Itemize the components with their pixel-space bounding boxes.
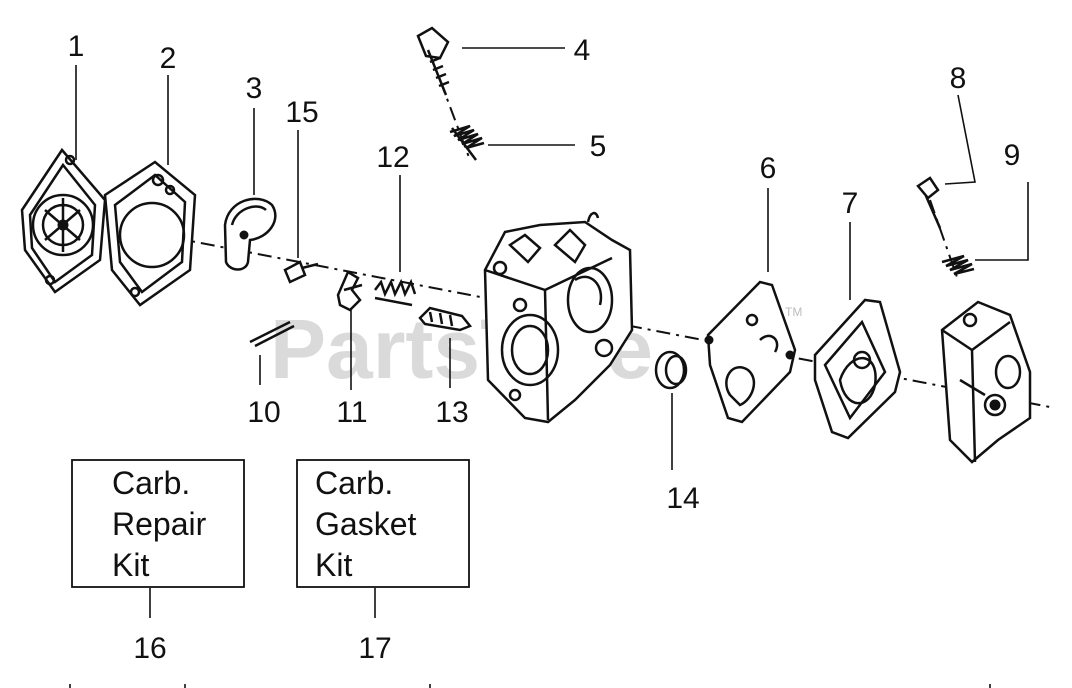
callout-2: 2 (160, 42, 177, 75)
watermark-tm: TM (785, 305, 802, 319)
gasket-kit-box: Carb. Gasket Kit (296, 459, 470, 588)
callout-13: 13 (435, 396, 468, 429)
part-9-spring (941, 254, 975, 276)
callout-10: 10 (247, 396, 280, 429)
carburetor-body (483, 211, 634, 424)
callout-14: 14 (666, 482, 699, 515)
callout-12: 12 (376, 141, 409, 174)
callout-9: 9 (1004, 139, 1021, 172)
callout-3: 3 (246, 72, 263, 105)
callout-labels: 1 2 3 4 5 6 7 8 9 10 11 12 13 14 15 16 1… (68, 30, 1021, 665)
callout-11: 11 (336, 396, 367, 429)
gasket-kit-line3: Kit (315, 547, 352, 583)
callout-6: 6 (760, 152, 777, 185)
part-13-inlet-needle (418, 306, 473, 332)
callout-15: 15 (285, 96, 318, 129)
part-14-welch-plug (654, 350, 688, 390)
repair-kit-line3: Kit (112, 547, 149, 583)
callout-7: 7 (842, 187, 859, 220)
repair-kit-line1: Carb. (112, 465, 190, 501)
callout-1: 1 (68, 30, 85, 63)
gasket-kit-line2: Gasket (315, 506, 416, 542)
repair-kit-box: Carb. Repair Kit (71, 459, 245, 588)
leader-lines (75, 47, 1029, 618)
metering-cover (940, 300, 1032, 464)
callout-5: 5 (590, 130, 607, 163)
part-10-pin (249, 320, 295, 348)
callout-4: 4 (574, 34, 591, 67)
part-2-pump-gasket (103, 160, 197, 307)
callout-8: 8 (950, 62, 967, 95)
part-3-diaphragm (223, 197, 277, 271)
part-1-pump-cover (20, 147, 107, 294)
repair-kit-line2: Repair (112, 506, 207, 542)
callout-17: 17 (358, 632, 391, 665)
part-8-adjusting-needle (916, 176, 942, 229)
part-11-metering-lever (336, 270, 363, 312)
part-15-screw (283, 260, 319, 284)
axis-needle-8-9 (929, 199, 959, 281)
callout-16: 16 (133, 632, 166, 665)
part-12-spring (374, 278, 417, 307)
part-4-adjusting-screw (416, 26, 450, 96)
part-7-metering-diaphragm (813, 298, 902, 440)
part-6-metering-gasket (704, 280, 797, 424)
gasket-kit-line1: Carb. (315, 465, 393, 501)
bottom-edge-marks (69, 684, 991, 688)
part-5-spring (449, 124, 485, 161)
